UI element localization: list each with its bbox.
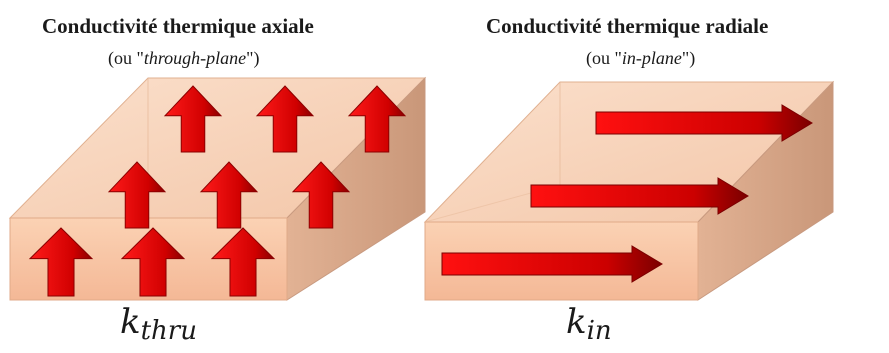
up-arrow-icon <box>163 85 223 153</box>
left-panel-title: Conductivité thermique axiale <box>42 14 314 38</box>
in-plane-arrows <box>441 104 813 283</box>
right-arrow-icon <box>441 245 663 283</box>
up-arrow-icon <box>210 227 276 297</box>
right-panel-title: Conductivité thermique radiale <box>486 14 769 38</box>
right-subtitle-suffix: ") <box>681 48 696 68</box>
right-arrow-icon <box>530 177 749 215</box>
up-arrow-icon <box>199 161 259 229</box>
k-thru-symbol: k <box>120 302 141 342</box>
left-subtitle-suffix: ") <box>246 48 260 68</box>
up-arrow-icon <box>28 227 94 297</box>
right-panel-subtitle: (ou "in-plane") <box>586 48 695 69</box>
right-arrow-icon <box>595 104 813 142</box>
left-subtitle-term: through-plane <box>143 48 247 68</box>
up-arrow-icon <box>255 85 315 153</box>
k-in-subscript: in <box>586 316 612 346</box>
k-in-label: kin <box>566 302 612 346</box>
right-subtitle-term: in-plane <box>621 48 682 68</box>
up-arrow-icon <box>107 161 167 229</box>
up-arrow-icon <box>347 85 407 153</box>
k-thru-label: kthru <box>120 302 197 346</box>
left-panel-subtitle: (ou "through-plane") <box>108 48 260 69</box>
up-arrow-icon <box>120 227 186 297</box>
right-subtitle-prefix: (ou " <box>586 48 622 68</box>
through-plane-arrows <box>28 85 407 297</box>
left-subtitle-prefix: (ou " <box>108 48 144 68</box>
k-thru-subscript: thru <box>140 316 197 346</box>
k-in-symbol: k <box>566 302 587 342</box>
up-arrow-icon <box>291 161 351 229</box>
